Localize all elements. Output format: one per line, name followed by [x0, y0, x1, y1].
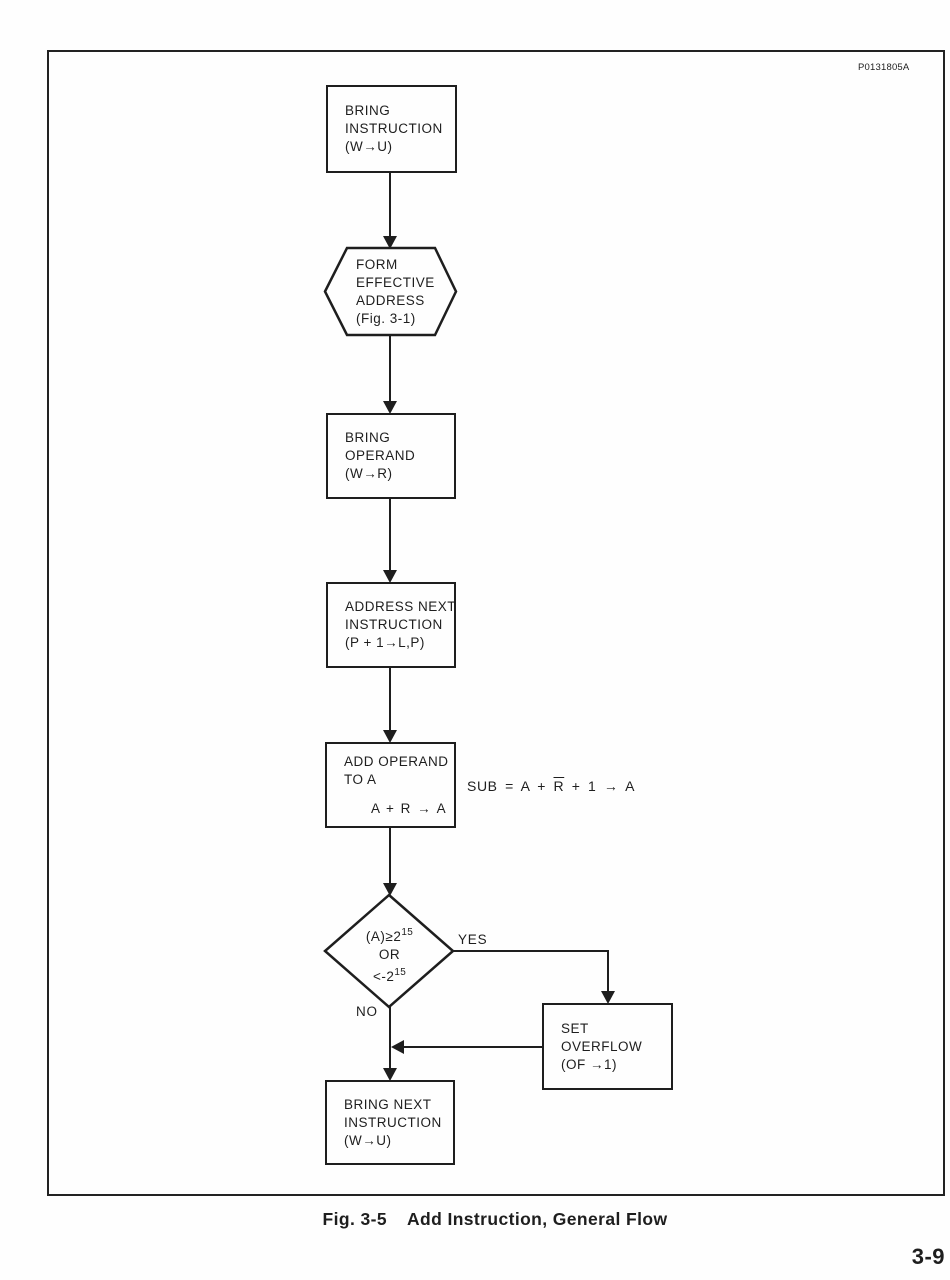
- node-bring-next-instruction: BRING NEXT INSTRUCTION (W→U): [325, 1080, 455, 1165]
- node-line: OVERFLOW: [561, 1038, 643, 1054]
- node-line: (OF →1): [561, 1056, 617, 1072]
- document-code: P0131805A: [858, 62, 910, 73]
- figure-border: [47, 50, 945, 1196]
- arrowhead-down-icon: [383, 570, 397, 583]
- node-line: BRING: [345, 103, 391, 118]
- node-line: BRING NEXT: [344, 1096, 432, 1112]
- node-line: INSTRUCTION: [344, 1114, 442, 1130]
- arrowhead-down-icon: [383, 236, 397, 249]
- exponent: 15: [394, 967, 407, 978]
- arrowheads: [383, 236, 615, 1081]
- node-line: INSTRUCTION: [345, 121, 443, 136]
- node-line: (W→R): [345, 466, 393, 481]
- node-line: EFFECTIVE: [356, 275, 435, 290]
- connector-yes-branch: [453, 950, 609, 995]
- node-formula: A + R → A: [371, 800, 447, 816]
- node-bring-operand: BRING OPERAND (W→R): [326, 413, 456, 499]
- hexagon-shape: [323, 246, 458, 337]
- connector-lines: [389, 171, 609, 1072]
- diamond-shape: [323, 893, 455, 1009]
- node-line: ADDRESS NEXT: [345, 599, 457, 614]
- node-line: FORM: [356, 257, 398, 272]
- node-line: (W→U): [345, 139, 393, 154]
- node-line: INSTRUCTION: [345, 617, 443, 632]
- arrowhead-down-icon: [383, 883, 397, 896]
- formula-suffix: + 1 → A: [564, 778, 636, 794]
- node-line: ADD OPERAND: [344, 753, 449, 769]
- page-number: 3-9: [911, 1244, 945, 1269]
- node-add-operand-to-a: ADD OPERAND TO A A + R → A: [325, 742, 456, 828]
- arrowhead-down-icon: [601, 991, 615, 1004]
- arrowhead-down-icon: [383, 1068, 397, 1081]
- formula-prefix: SUB = A +: [467, 778, 554, 794]
- arrowhead-left-icon: [391, 1040, 404, 1054]
- node-set-overflow: SET OVERFLOW (OF →1): [542, 1003, 673, 1090]
- node-address-next-instruction: ADDRESS NEXT INSTRUCTION (P + 1→L,P): [326, 582, 456, 668]
- node-form-effective-address: FORM EFFECTIVE ADDRESS (Fig. 3-1): [356, 256, 435, 328]
- exponent: 15: [401, 927, 414, 938]
- decision-expression: <-2: [372, 969, 395, 984]
- node-line: (P + 1→L,P): [345, 635, 425, 650]
- decision-line: (A)≥215: [325, 924, 454, 946]
- figure-caption: Fig. 3-5 Add Instruction, General Flow: [40, 1209, 950, 1230]
- node-overflow-decision: (A)≥215 OR <-215: [325, 924, 454, 986]
- decision-line: <-215: [325, 964, 454, 986]
- branch-label-no: NO: [356, 1004, 378, 1019]
- node-line: OPERAND: [345, 448, 416, 463]
- node-line: (W→U): [344, 1132, 392, 1148]
- formula-barred-r: R: [553, 778, 565, 794]
- node-line: SET: [561, 1020, 589, 1036]
- node-line: (Fig. 3-1): [356, 311, 416, 326]
- node-line: ADDRESS: [356, 293, 425, 308]
- subtract-annotation: SUB = A + R + 1 → A: [467, 778, 635, 794]
- branch-label-yes: YES: [458, 932, 488, 947]
- figure-title: Add Instruction, General Flow: [406, 1209, 668, 1229]
- node-bring-instruction: BRING INSTRUCTION (W→U): [326, 85, 457, 173]
- arrowhead-down-icon: [383, 401, 397, 414]
- flow-shapes: [323, 246, 458, 1009]
- node-line: TO A: [344, 771, 377, 787]
- arrowhead-down-icon: [383, 730, 397, 743]
- decision-expression: (A)≥2: [365, 929, 402, 944]
- node-line: BRING: [345, 430, 391, 445]
- decision-line: OR: [378, 947, 401, 962]
- figure-number: Fig. 3-5: [322, 1209, 387, 1229]
